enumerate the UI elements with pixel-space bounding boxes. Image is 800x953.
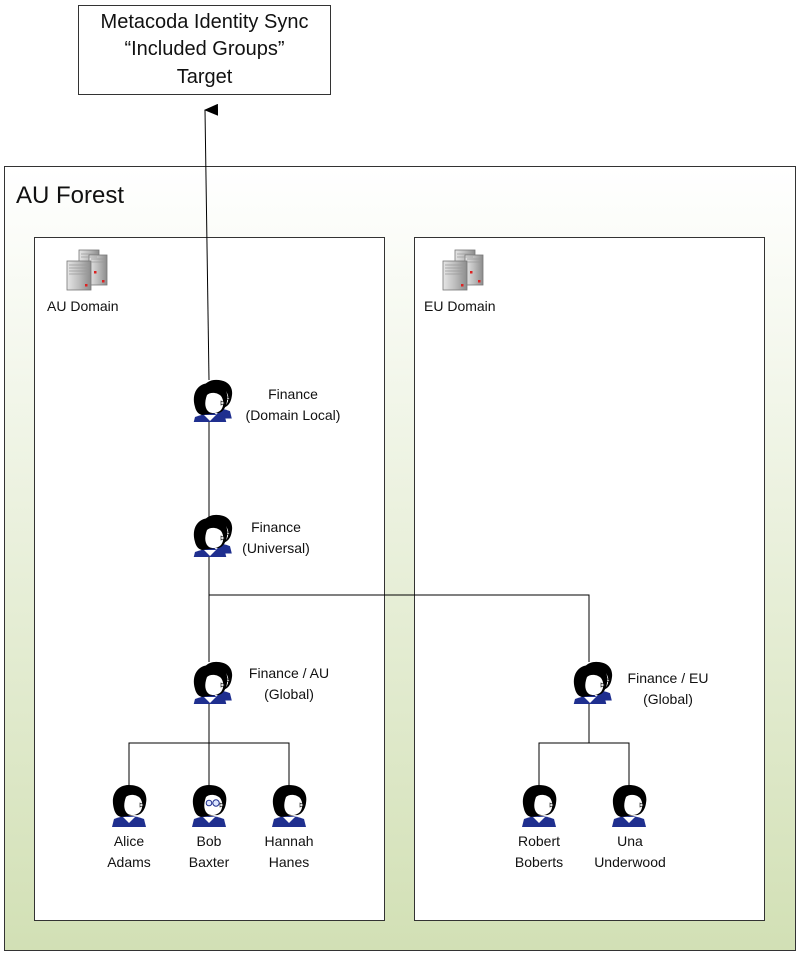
user-name-line-1: Una xyxy=(617,833,643,849)
user-name-line-1: Bob xyxy=(197,833,222,849)
group-finance-eu-global: Finance / EU (Global) xyxy=(573,662,708,707)
eu-domain-label: EU Domain xyxy=(424,298,496,314)
user-name-line-1: Alice xyxy=(114,833,145,849)
user-icon xyxy=(111,784,147,827)
group-label-line-1: Finance / EU xyxy=(628,670,709,686)
user-name-line-2: Underwood xyxy=(594,854,666,870)
connector-eu-to-robert xyxy=(538,702,590,785)
connector-au-to-hannah xyxy=(209,742,290,785)
connectors xyxy=(128,103,630,785)
target-box-frame xyxy=(78,5,331,95)
eu-domain-box xyxy=(414,237,765,921)
connector-eu-to-una xyxy=(589,742,630,785)
user-with-glasses-icon xyxy=(192,785,226,827)
user-icon xyxy=(271,784,307,827)
user-bob-baxter: Bob Baxter xyxy=(189,785,230,870)
group-finance-universal: Finance (Universal) xyxy=(193,515,310,560)
user-una-underwood: Una Underwood xyxy=(594,784,666,870)
group-label-line-2: (Global) xyxy=(264,686,314,702)
target-title-line-1: Metacoda Identity Sync xyxy=(101,11,309,33)
group-label-line-1: Finance / AU xyxy=(249,665,329,681)
group-finance-au-global: Finance / AU (Global) xyxy=(193,662,329,707)
user-name-line-2: Hanes xyxy=(269,854,309,870)
user-hannah-hanes: Hannah Hanes xyxy=(264,784,314,870)
au-domain-label: AU Domain xyxy=(47,298,119,314)
target-title-line-2: “Included Groups” xyxy=(124,38,284,60)
user-icon xyxy=(521,784,557,827)
group-label-line-2: (Universal) xyxy=(242,540,310,556)
user-name-line-1: Robert xyxy=(518,833,560,849)
forest-title: AU Forest xyxy=(16,182,124,209)
sync-arrow xyxy=(204,103,219,381)
group-label-line-2: (Domain Local) xyxy=(246,407,341,423)
target-title-line-3: Target xyxy=(177,66,233,88)
group-label-line-1: Finance xyxy=(268,386,318,402)
user-icon xyxy=(611,784,647,827)
group-label-line-2: (Global) xyxy=(643,691,693,707)
group-label-line-1: Finance xyxy=(251,519,301,535)
target-box: Metacoda Identity Sync “Included Groups”… xyxy=(78,5,331,95)
user-alice-adams: Alice Adams xyxy=(107,784,151,870)
group-finance-domain-local: Finance (Domain Local) xyxy=(193,380,341,423)
user-name-line-1: Hannah xyxy=(264,833,313,849)
user-name-line-2: Boberts xyxy=(515,854,563,870)
user-name-line-2: Adams xyxy=(107,854,151,870)
user-robert-boberts: Robert Boberts xyxy=(515,784,563,870)
user-name-line-2: Baxter xyxy=(189,854,230,870)
